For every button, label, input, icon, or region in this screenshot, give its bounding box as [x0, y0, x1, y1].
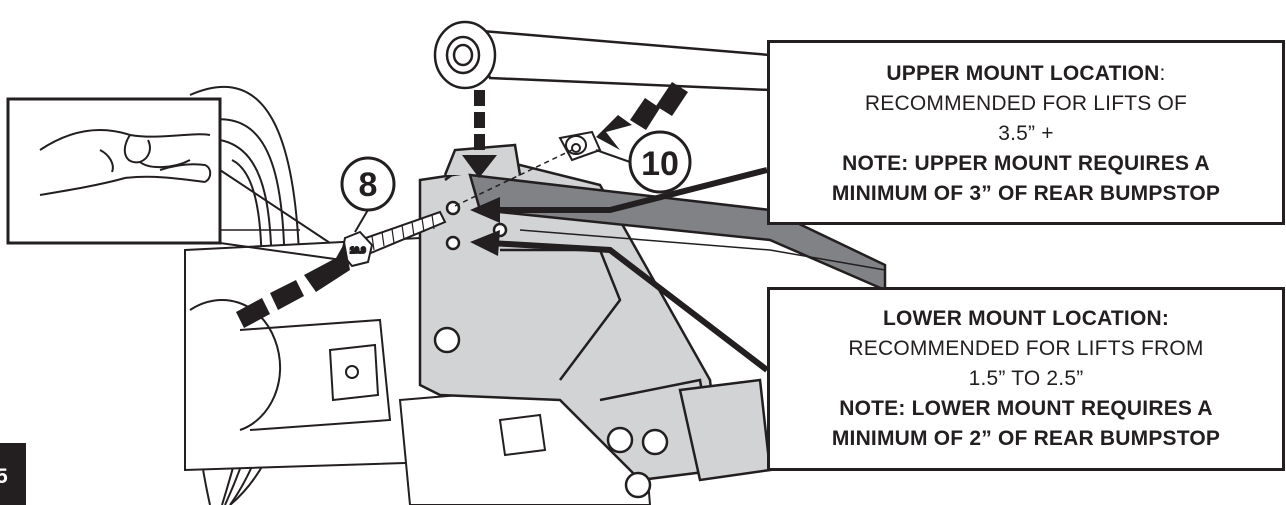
- lower-mount-note-line-2: MINIMUM OF 2” OF REAR BUMPSTOP: [831, 427, 1221, 450]
- nut-part-10: [558, 130, 602, 162]
- upper-mount-leader-arrow: [470, 167, 768, 223]
- lower-mount-recommendation: RECOMMENDED FOR LIFTS FROM: [848, 337, 1204, 360]
- callout-part-10: 10: [595, 130, 692, 194]
- bolt-grade-marking: 10.9: [350, 246, 366, 255]
- install-arrow-down: [462, 90, 497, 178]
- callout-part-8: 8: [340, 156, 396, 233]
- hand-tighten-inset: [6, 97, 343, 261]
- upper-mount-title-colon: :: [1159, 62, 1166, 85]
- upper-mount-lift-range: 3.5” +: [998, 122, 1054, 145]
- upper-mount-callout: UPPER MOUNT LOCATION: RECOMMENDED FOR LI…: [767, 40, 1285, 225]
- lower-mount-leader-arrow: [470, 230, 769, 373]
- lower-mount-note-line-1: NOTE: LOWER MOUNT REQUIRES A: [839, 397, 1213, 420]
- install-arrow-bolt: [236, 242, 350, 328]
- upper-mount-note-line-2: MINIMUM OF 3” OF REAR BUMPSTOP: [831, 182, 1221, 205]
- lower-mount-callout: LOWER MOUNT LOCATION: RECOMMENDED FOR LI…: [767, 287, 1285, 471]
- upper-link-arm: [433, 20, 772, 92]
- upper-mount-recommendation: RECOMMENDED FOR LIFTS OF: [864, 92, 1188, 115]
- hand-icon: [39, 129, 212, 196]
- install-arrow-nut: [596, 82, 688, 150]
- upper-mount-note-line-1: NOTE: UPPER MOUNT REQUIRES A: [842, 152, 1210, 175]
- page-number: 5: [0, 465, 8, 488]
- lower-mount-title: LOWER MOUNT LOCATION:: [882, 307, 1170, 330]
- upper-mount-title-text: UPPER MOUNT LOCATION: [886, 62, 1160, 85]
- alignment-dashed-line: [454, 149, 573, 207]
- upper-mount-title: UPPER MOUNT LOCATION:: [770, 59, 1282, 89]
- callout-number-8: 8: [359, 166, 378, 204]
- page-number-tab: 5: [0, 443, 26, 505]
- lower-mount-lift-range: 1.5” TO 2.5”: [968, 367, 1084, 390]
- callout-number-10: 10: [641, 145, 679, 183]
